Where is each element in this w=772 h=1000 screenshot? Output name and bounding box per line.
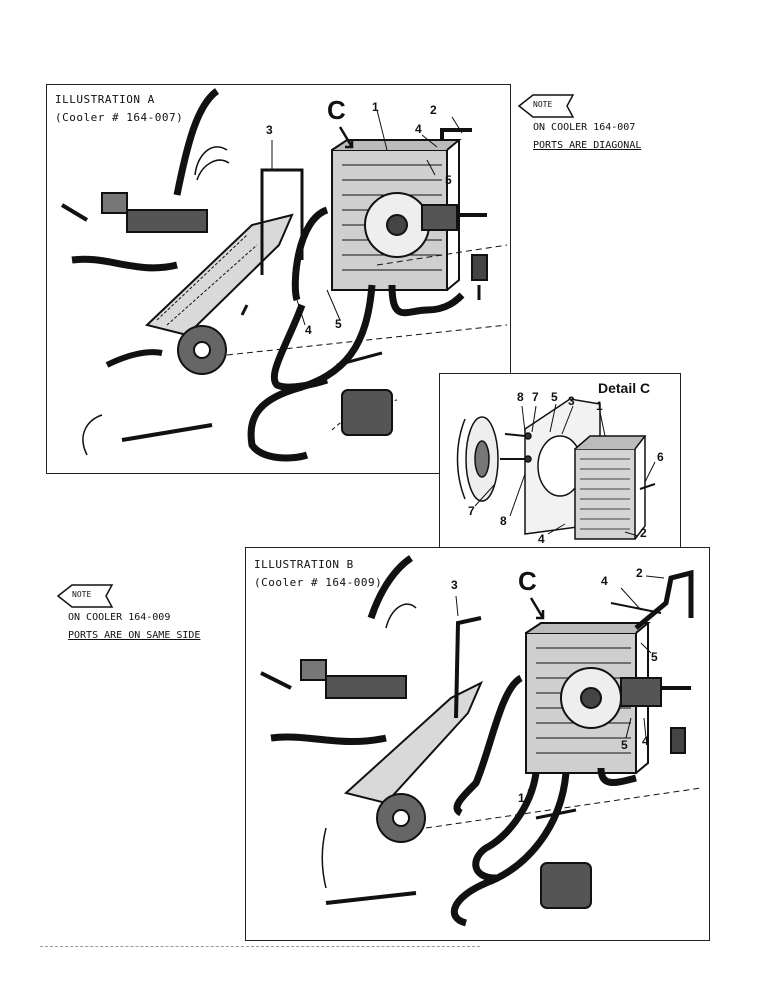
detail-callout-6: 6	[657, 450, 664, 464]
note-a-tag: NOTE	[533, 100, 553, 109]
detail-callout-2: 2	[640, 526, 647, 540]
detail-callout-5: 5	[551, 390, 558, 404]
detail-callout-3: 3	[568, 394, 575, 408]
callout-2: 2	[430, 103, 437, 117]
illustration-a-title: ILLUSTRATION A	[55, 93, 155, 106]
illustration-b-subtitle: (Cooler # 164-009)	[254, 576, 383, 589]
illustration-b-drawing	[260, 555, 702, 927]
callout-3: 3	[451, 578, 458, 592]
note-tag-icon	[56, 584, 114, 608]
detail-callout-1: 1	[596, 399, 603, 413]
note-b-line-2: PORTS ARE ON SAME SIDE	[68, 630, 201, 641]
illustration-a-drawing	[60, 88, 508, 462]
note-b-line-1: ON COOLER 164-009	[68, 612, 171, 623]
detail-callout-8-lower: 8	[500, 514, 507, 528]
callout-1: 1	[518, 791, 525, 805]
detail-callout-8: 8	[517, 390, 524, 404]
cooler-core	[574, 448, 636, 540]
note-tag-icon	[517, 94, 575, 118]
tube-3	[260, 168, 304, 275]
view-c-marker-b: C	[518, 566, 537, 596]
callout-2: 2	[636, 566, 643, 580]
view-c-marker-a: C	[327, 95, 346, 125]
illustration-b-panel: ILLUSTRATION B (Cooler # 164-009) C 1 2 …	[245, 547, 710, 941]
callout-5-lower: 5	[335, 317, 342, 331]
detail-c-panel: Detail C 8 7 5 3 1 6 7 8 4 2	[439, 373, 681, 555]
detail-callout-4: 4	[538, 532, 545, 546]
note-a-line-1: ON COOLER 164-007	[533, 122, 636, 133]
illustration-b-title: ILLUSTRATION B	[254, 558, 354, 571]
note-b: NOTE ON COOLER 164-009 PORTS ARE ON SAME…	[56, 582, 236, 647]
callout-5: 5	[445, 173, 452, 187]
filter-housing	[341, 389, 393, 436]
illustration-a-panel: ILLUSTRATION A (Cooler # 164-007) C 1 2 …	[46, 84, 511, 474]
callout-5-lower: 5	[621, 738, 628, 752]
callout-4: 4	[415, 122, 422, 136]
note-b-tag: NOTE	[72, 590, 92, 599]
illustration-a-subtitle: (Cooler # 164-007)	[55, 111, 184, 124]
detail-c-drawing	[456, 398, 656, 540]
top-hose	[173, 88, 220, 196]
detail-callout-7-lower: 7	[468, 504, 475, 518]
valve-block	[126, 209, 208, 233]
note-a: NOTE ON COOLER 164-007 PORTS ARE DIAGONA…	[515, 92, 765, 157]
callout-4-lower: 4	[305, 323, 312, 337]
detail-callout-7: 7	[532, 390, 539, 404]
callout-3: 3	[266, 123, 273, 137]
callout-4: 4	[601, 574, 608, 588]
callout-4-lower: 4	[642, 734, 649, 748]
detail-c-title: Detail C	[598, 380, 651, 396]
mounting-plate	[144, 213, 294, 337]
callout-5: 5	[651, 650, 658, 664]
callout-1: 1	[372, 100, 379, 114]
note-a-line-2: PORTS ARE DIAGONAL	[533, 140, 642, 151]
bottom-rule	[40, 946, 480, 947]
